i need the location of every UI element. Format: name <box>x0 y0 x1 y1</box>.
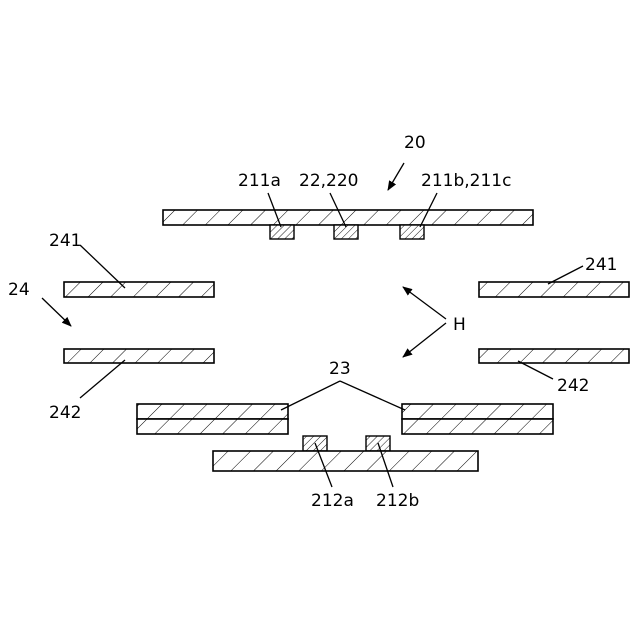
label-211a: 211a <box>238 171 281 191</box>
right-lower-plate <box>479 349 629 363</box>
stack-left-top <box>137 404 288 419</box>
label-20: 20 <box>404 133 426 153</box>
leader-23-right <box>340 381 405 410</box>
arrow-24 <box>42 298 71 326</box>
arrow-h-down <box>403 323 446 357</box>
label-23: 23 <box>329 359 351 379</box>
pad-22 <box>334 225 358 239</box>
top-plate <box>163 210 533 225</box>
right-upper-plate <box>479 282 629 297</box>
label-241-left: 241 <box>49 231 81 251</box>
arrow-20 <box>388 163 404 190</box>
label-242-right: 242 <box>557 376 589 396</box>
leader-242-left <box>80 360 125 398</box>
left-upper-plate <box>64 282 214 297</box>
label-212a: 212a <box>311 491 354 511</box>
stack-right-top <box>402 404 553 419</box>
label-211b-211c: 211b,211c <box>421 171 511 191</box>
label-24: 24 <box>8 280 30 300</box>
left-lower-plate <box>64 349 214 363</box>
stack-left-bottom <box>137 419 288 434</box>
leader-23-left <box>281 381 340 410</box>
label-h: H <box>453 315 466 335</box>
label-22-220: 22,220 <box>299 171 358 191</box>
label-241-right: 241 <box>585 255 617 275</box>
label-242-left: 242 <box>49 403 81 423</box>
label-212b: 212b <box>376 491 419 511</box>
bottom-plate <box>213 451 478 471</box>
arrow-h-up <box>403 287 446 319</box>
stack-right-bottom <box>402 419 553 434</box>
pad-211a <box>270 225 294 239</box>
